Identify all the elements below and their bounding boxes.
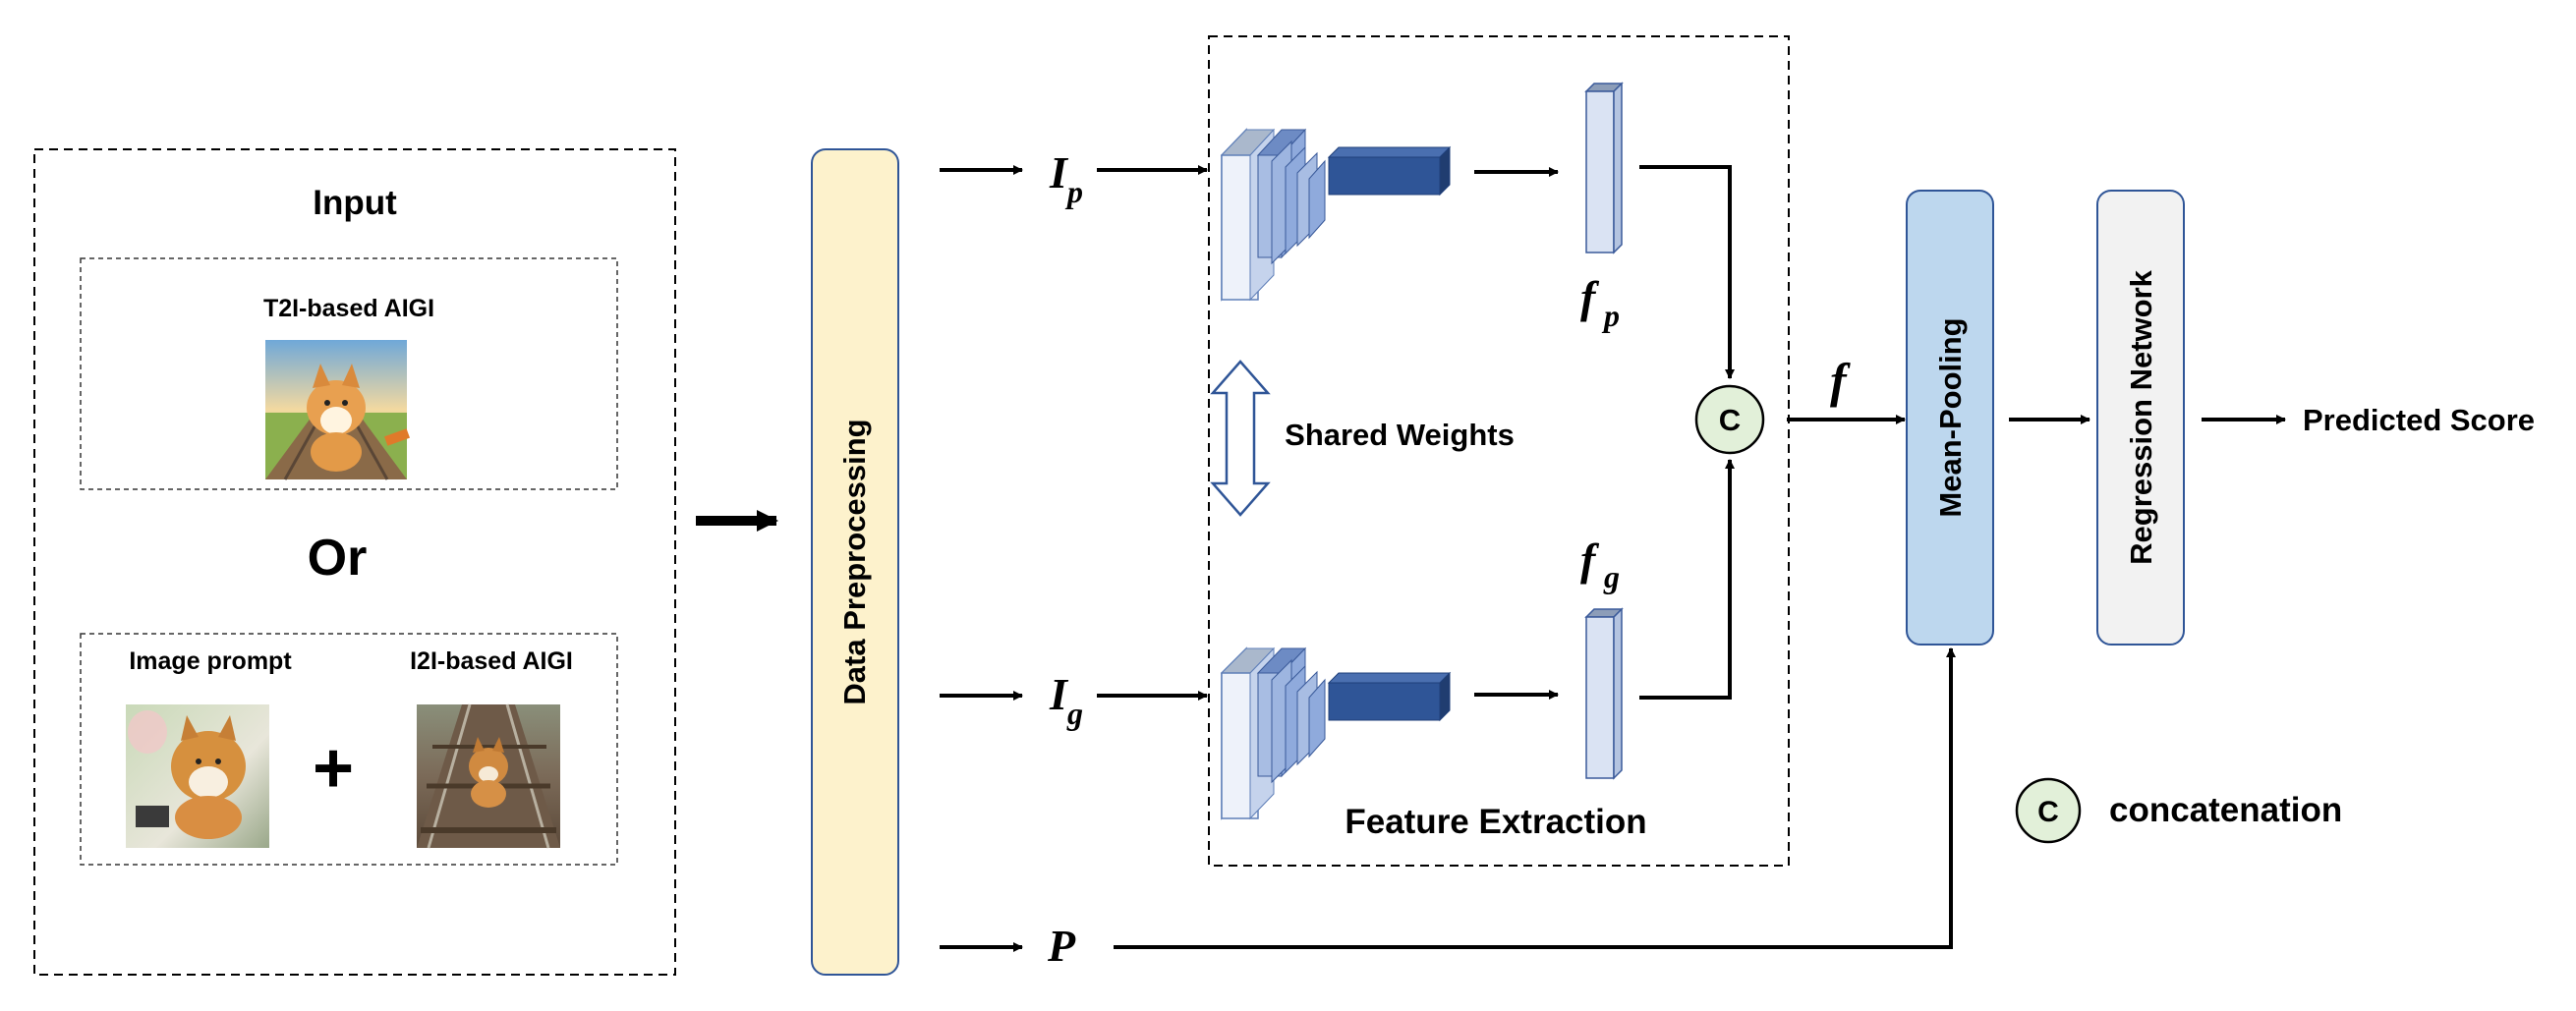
data-preprocessing-label: Data Preprocessing <box>837 419 872 704</box>
svg-text:g: g <box>1603 559 1620 594</box>
cnn-bottom <box>1220 646 1452 820</box>
i2i-box <box>80 633 618 866</box>
svg-text:f: f <box>1580 534 1600 585</box>
mean-pooling-label: Mean-Pooling <box>1933 317 1968 517</box>
svg-text:I: I <box>1049 147 1069 197</box>
fp-to-concat-connector <box>1639 165 1735 379</box>
mean-pooling-block: Mean-Pooling <box>1906 190 1994 646</box>
shared-weights-label: Shared Weights <box>1285 418 1515 452</box>
svg-text:f: f <box>1580 272 1600 322</box>
regression-network-block: Regression Network <box>2096 190 2185 646</box>
regression-network-label: Regression Network <box>2124 269 2158 565</box>
fp-feature-vector <box>1584 82 1624 254</box>
svg-text:p: p <box>1601 298 1620 333</box>
concat-node: C <box>1694 384 1765 455</box>
fg-feature-vector <box>1584 607 1624 780</box>
input-panel-border <box>33 148 676 976</box>
input-panel: Input T2I-based AIGI Or Image prompt I2I… <box>33 148 676 976</box>
t2i-label: T2I-based AIGI <box>263 295 434 322</box>
i2i-corgi-image <box>417 703 560 849</box>
p-symbol: P <box>1047 921 1076 971</box>
or-label: Or <box>308 530 368 587</box>
t2i-corgi-image <box>265 340 410 480</box>
svg-text:g: g <box>1066 696 1083 731</box>
ip-symbol: I p <box>1049 147 1083 209</box>
fp-symbol: f p <box>1580 272 1620 333</box>
image-prompt-label: Image prompt <box>129 647 292 675</box>
t2i-box <box>80 257 618 490</box>
svg-text:p: p <box>1064 174 1083 209</box>
feature-extraction-label: Feature Extraction <box>1345 803 1646 841</box>
data-preprocessing-block: Data Preprocessing <box>811 148 899 976</box>
plus-sign: + <box>313 729 354 808</box>
image-prompt-corgi-image <box>126 704 269 848</box>
feature-extraction-panel <box>1208 35 1790 867</box>
shared-weights-arrow-icon <box>1210 360 1271 517</box>
ig-symbol: I g <box>1049 669 1083 731</box>
cnn-top <box>1220 128 1452 302</box>
concat-legend: C concatenation <box>2015 777 2342 844</box>
input-title: Input <box>313 184 397 222</box>
concat-symbol: C <box>1719 403 1741 437</box>
fg-symbol: f g <box>1580 534 1620 594</box>
svg-text:I: I <box>1049 669 1069 719</box>
legend-concat-symbol: C <box>2037 796 2059 828</box>
p-to-meanpool-connector <box>1114 647 1956 949</box>
predicted-score-label: Predicted Score <box>2303 403 2535 437</box>
i2i-label: I2I-based AIGI <box>410 647 573 675</box>
fg-to-concat-connector <box>1639 459 1735 700</box>
legend-concat-label: concatenation <box>2109 791 2342 829</box>
f-symbol: f <box>1830 353 1851 408</box>
